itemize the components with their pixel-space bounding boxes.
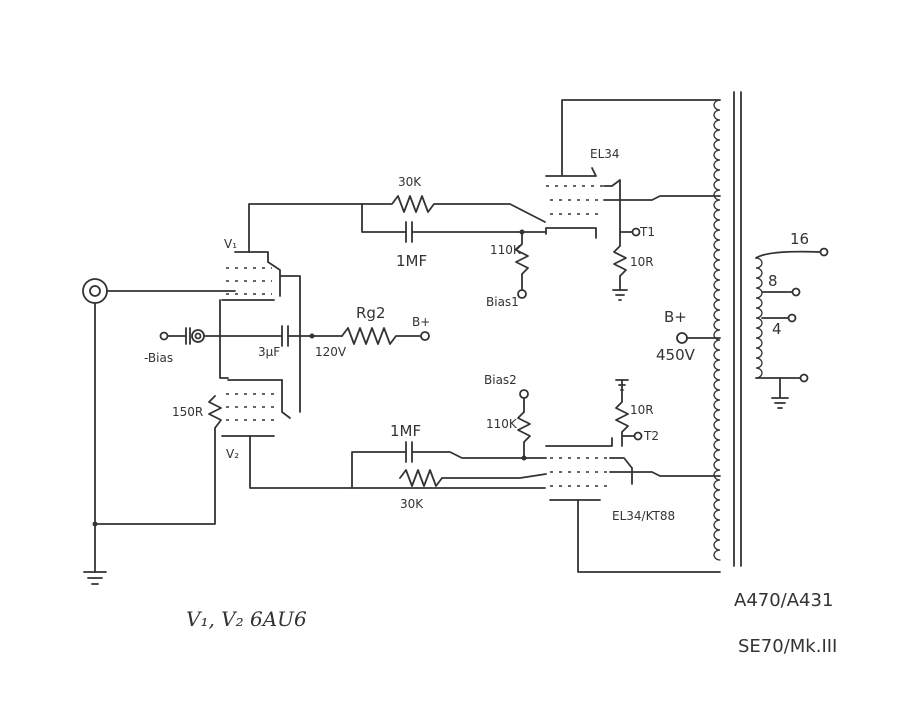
label-150r: 150R bbox=[172, 405, 203, 419]
resistor-110k-bot bbox=[517, 389, 531, 459]
label-bias1: Bias1 bbox=[486, 295, 519, 309]
capacitor-3uf bbox=[281, 325, 343, 347]
label-30k-bot: 30K bbox=[400, 497, 424, 511]
label-3uf: 3μF bbox=[258, 345, 280, 359]
label-110k-top: 110K bbox=[490, 243, 522, 257]
resistor-10r-top bbox=[612, 231, 628, 301]
capacitor-1mf-bot bbox=[351, 441, 547, 489]
tap-8 bbox=[761, 287, 801, 297]
label-neg-bias: -Bias bbox=[144, 351, 173, 365]
cathode-t1 bbox=[619, 227, 641, 237]
tube-el34-bot bbox=[545, 437, 633, 501]
tap-common bbox=[755, 373, 809, 409]
label-el34-top: EL34 bbox=[590, 147, 620, 161]
label-bplus-screen: B+ bbox=[412, 315, 430, 329]
label-rg2: Rg2 bbox=[356, 304, 386, 322]
label-10r-top: 10R bbox=[630, 255, 654, 269]
label-bplus: B+ bbox=[664, 308, 687, 326]
input-jack bbox=[82, 278, 108, 304]
label-30k-top: 30K bbox=[398, 175, 422, 189]
label-t2: T2 bbox=[643, 429, 659, 443]
resistor-10r-bot bbox=[615, 379, 629, 447]
label-1mf-top: 1MF bbox=[396, 252, 427, 270]
model-note-2: SE70/Mk.III bbox=[738, 636, 837, 657]
ground-symbol-left bbox=[83, 571, 107, 585]
resistor-rg2 bbox=[341, 327, 430, 345]
capacitor-1mf-top bbox=[361, 203, 547, 243]
tube-el34-top bbox=[545, 167, 621, 239]
label-1mf-bot: 1MF bbox=[390, 422, 421, 440]
neg-bias-input bbox=[159, 327, 283, 345]
label-tap-8: 8 bbox=[768, 272, 778, 290]
label-120v: 120V bbox=[315, 345, 347, 359]
cathode-t2 bbox=[621, 431, 643, 441]
label-t1: T1 bbox=[639, 225, 655, 239]
resistor-30k-bot bbox=[399, 469, 547, 487]
label-el34-kt88: EL34/KT88 bbox=[612, 509, 675, 523]
tap-16 bbox=[755, 247, 829, 259]
tube-v2 bbox=[221, 379, 291, 437]
label-450v: 450V bbox=[656, 346, 696, 364]
label-v1: V₁ bbox=[224, 237, 237, 251]
resistor-30k-top bbox=[361, 195, 546, 223]
resistor-110k-top bbox=[515, 231, 529, 299]
output-transformer bbox=[713, 91, 763, 567]
label-110k-bot: 110K bbox=[486, 417, 518, 431]
label-tap-4: 4 bbox=[772, 320, 782, 338]
tap-4 bbox=[761, 313, 797, 323]
label-10r-bot: 10R bbox=[630, 403, 654, 417]
model-note-1: A470/A431 bbox=[734, 590, 833, 611]
tube-note: V₁, V₂ 6AU6 bbox=[186, 607, 307, 631]
tube-v1 bbox=[221, 251, 281, 301]
label-tap-16: 16 bbox=[790, 230, 809, 248]
bias-return-wire bbox=[94, 427, 216, 525]
resistor-150r bbox=[208, 395, 222, 429]
label-v2: V₂ bbox=[226, 447, 239, 461]
label-bias2: Bias2 bbox=[484, 373, 517, 387]
